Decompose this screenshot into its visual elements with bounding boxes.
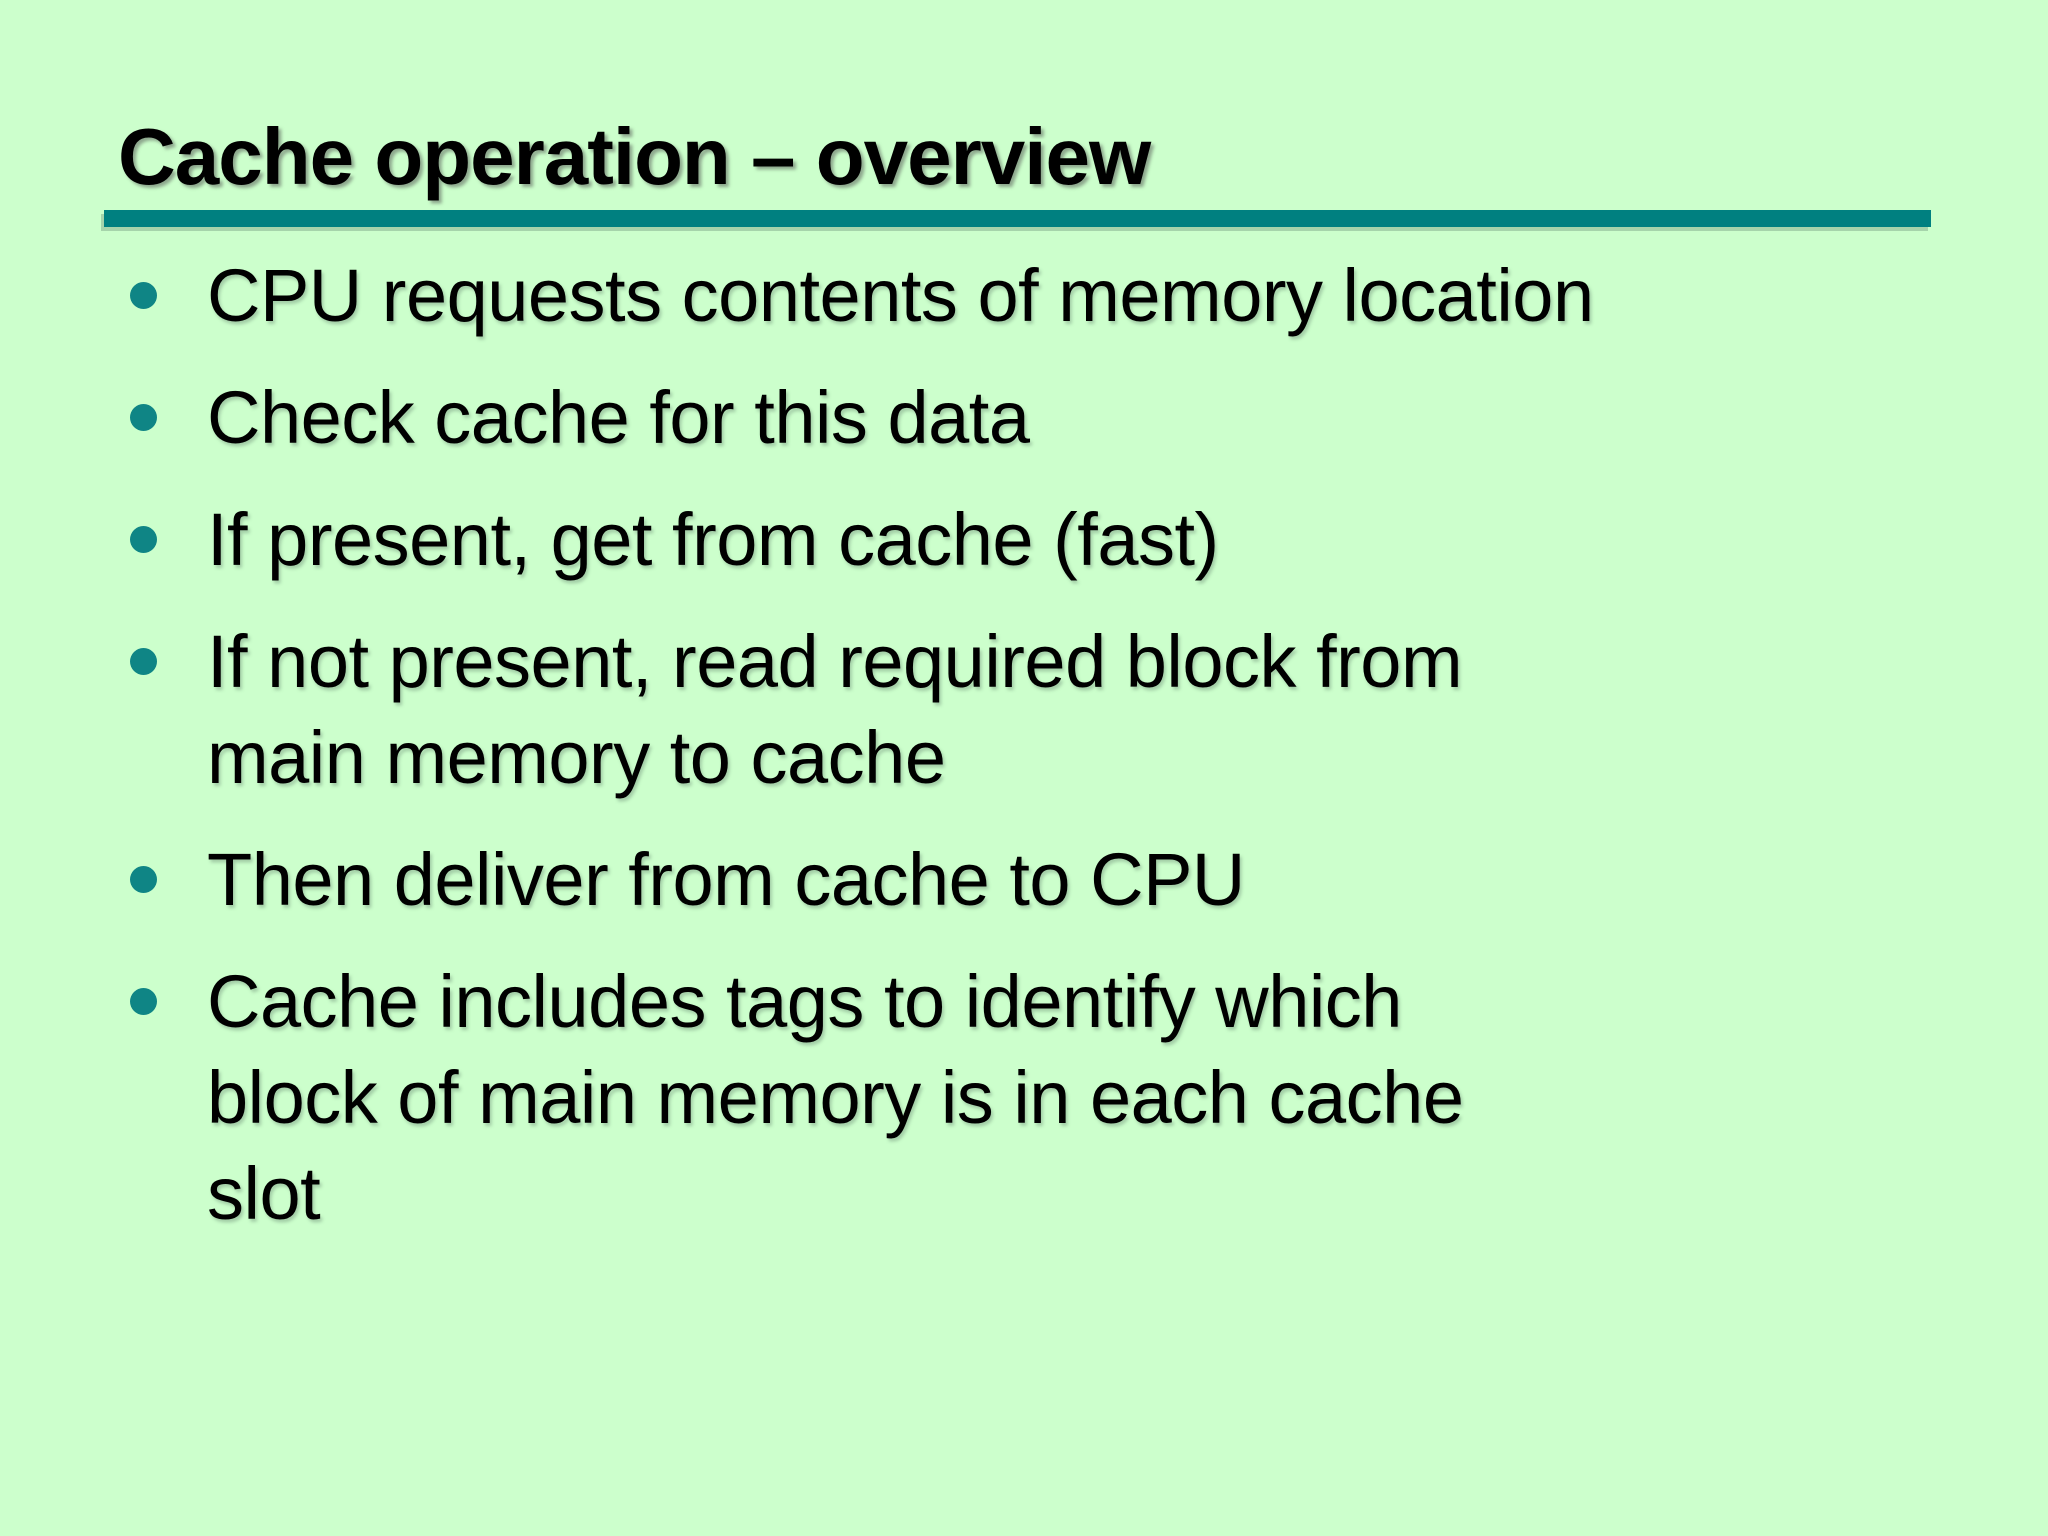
bullet-dot-icon <box>130 526 157 553</box>
bullet-text: Check cache for this data <box>207 376 1030 459</box>
bullet-item: If not present, read required block from… <box>130 614 1990 806</box>
bullet-dot-icon <box>130 988 157 1015</box>
bullet-item: Check cache for this data <box>130 370 1990 466</box>
bullet-text: Cache includes tags to identify which bl… <box>207 960 1464 1235</box>
bullet-text: If not present, read required block from… <box>207 620 1463 799</box>
slide-title: Cache operation – overview <box>118 112 1151 201</box>
bullet-item: Then deliver from cache to CPU <box>130 832 1990 928</box>
bullet-dot-icon <box>130 282 157 309</box>
bullet-item: If present, get from cache (fast) <box>130 492 1990 588</box>
bullet-dot-icon <box>130 648 157 675</box>
title-underline-rule <box>104 210 1931 227</box>
bullet-text: If present, get from cache (fast) <box>207 498 1219 581</box>
bullet-dot-icon <box>130 404 157 431</box>
bullet-item: Cache includes tags to identify which bl… <box>130 954 1990 1242</box>
bullet-list: CPU requests contents of memory location… <box>130 248 1990 1268</box>
bullet-item: CPU requests contents of memory location <box>130 248 1990 344</box>
bullet-text: Then deliver from cache to CPU <box>207 838 1245 921</box>
bullet-dot-icon <box>130 866 157 893</box>
bullet-text: CPU requests contents of memory location <box>207 254 1594 337</box>
